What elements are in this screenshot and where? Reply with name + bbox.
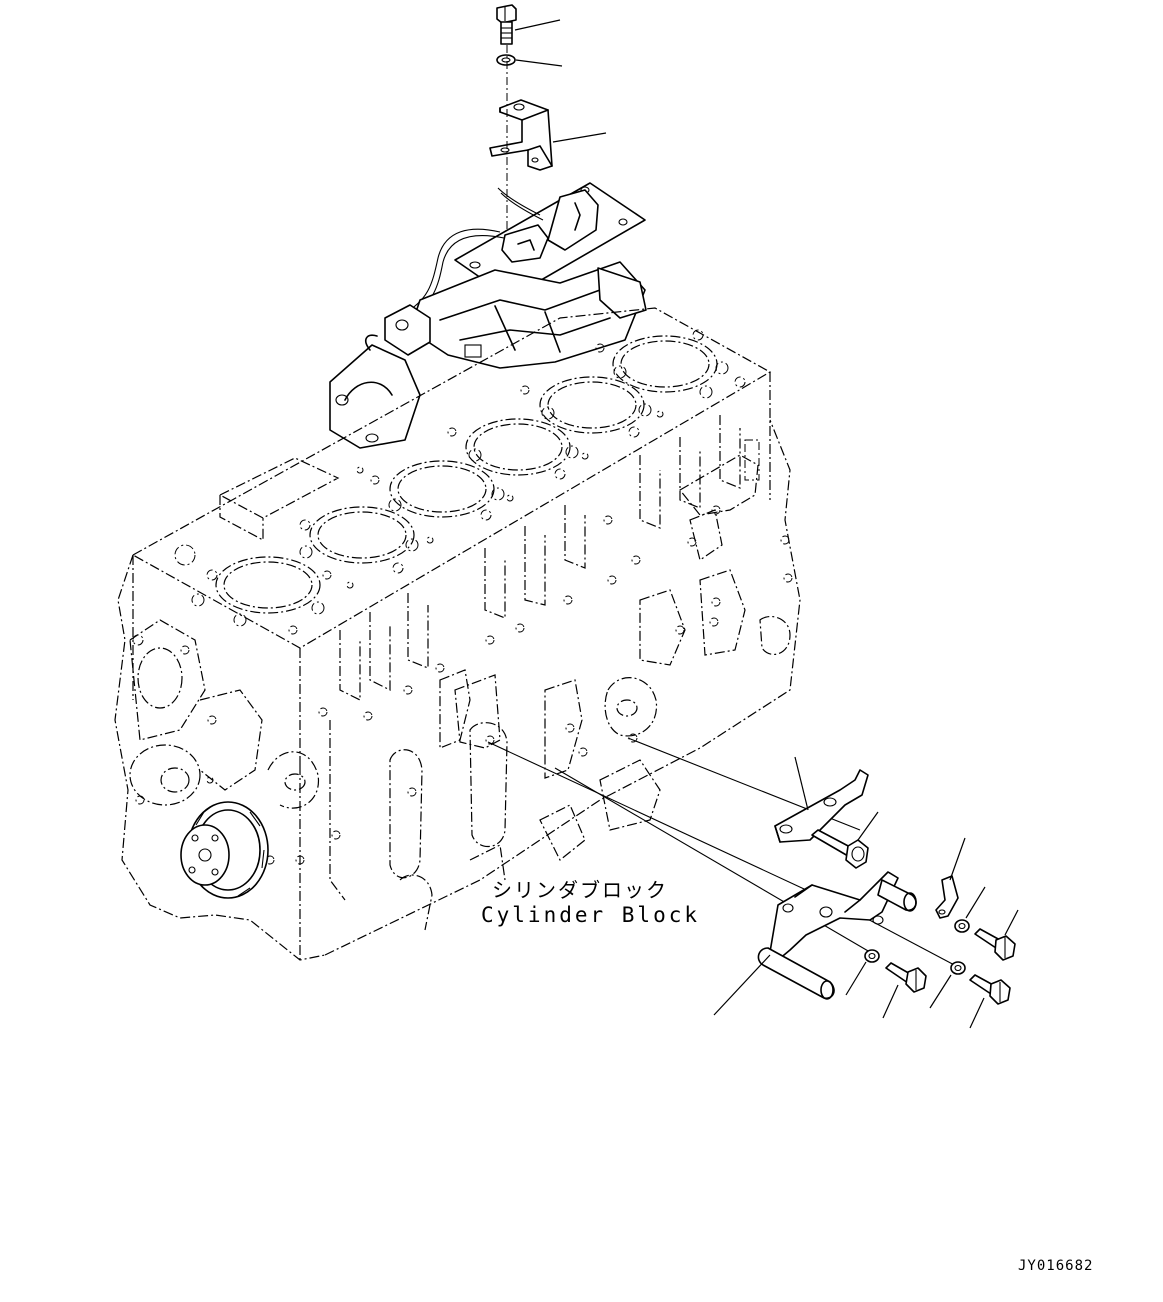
leader-washer-center	[845, 961, 867, 996]
leader-washer-right-upper	[965, 886, 986, 919]
main-bracket	[757, 871, 917, 1000]
leader-bracket-top	[552, 132, 607, 143]
cylinder-block-label-jp: シリンダブロック	[492, 878, 668, 902]
leader-main-bracket	[713, 954, 771, 1016]
projection-line-1	[487, 741, 861, 916]
mounting-bracket-top	[489, 99, 553, 171]
clip	[935, 875, 959, 919]
cylinder-block-label-en: Cylinder Block	[481, 903, 700, 927]
small-bracket-plate	[774, 769, 869, 843]
leader-bolt-right-lower	[969, 997, 985, 1029]
washer-center	[864, 949, 880, 963]
leader-bolt-right-upper	[1004, 909, 1019, 936]
leader-bolt-center	[882, 984, 899, 1019]
leader-washer-right-lower	[929, 974, 952, 1009]
leader-clip	[949, 837, 966, 881]
figure-code: JY016682	[1018, 1258, 1093, 1274]
top-bolt	[496, 4, 517, 45]
cylinder-block	[114, 307, 801, 961]
washer-right-upper	[954, 919, 970, 933]
cylinder-bores	[215, 335, 718, 614]
camshaft-gear	[180, 801, 269, 899]
deck-holes	[174, 329, 746, 635]
flange-bolt-long	[811, 829, 869, 869]
bolt-right-lower	[969, 974, 1011, 1005]
leader-small-bracket	[794, 756, 809, 811]
washer-right-lower	[950, 961, 966, 975]
leader-flange-bolt	[857, 811, 879, 841]
fuel-injection-pump	[329, 182, 647, 449]
top-washer	[496, 54, 516, 66]
leader-top-washer	[515, 59, 563, 67]
bolt-center	[885, 962, 927, 993]
leader-top-bolt	[514, 19, 561, 31]
bolt-right-upper	[974, 928, 1016, 961]
